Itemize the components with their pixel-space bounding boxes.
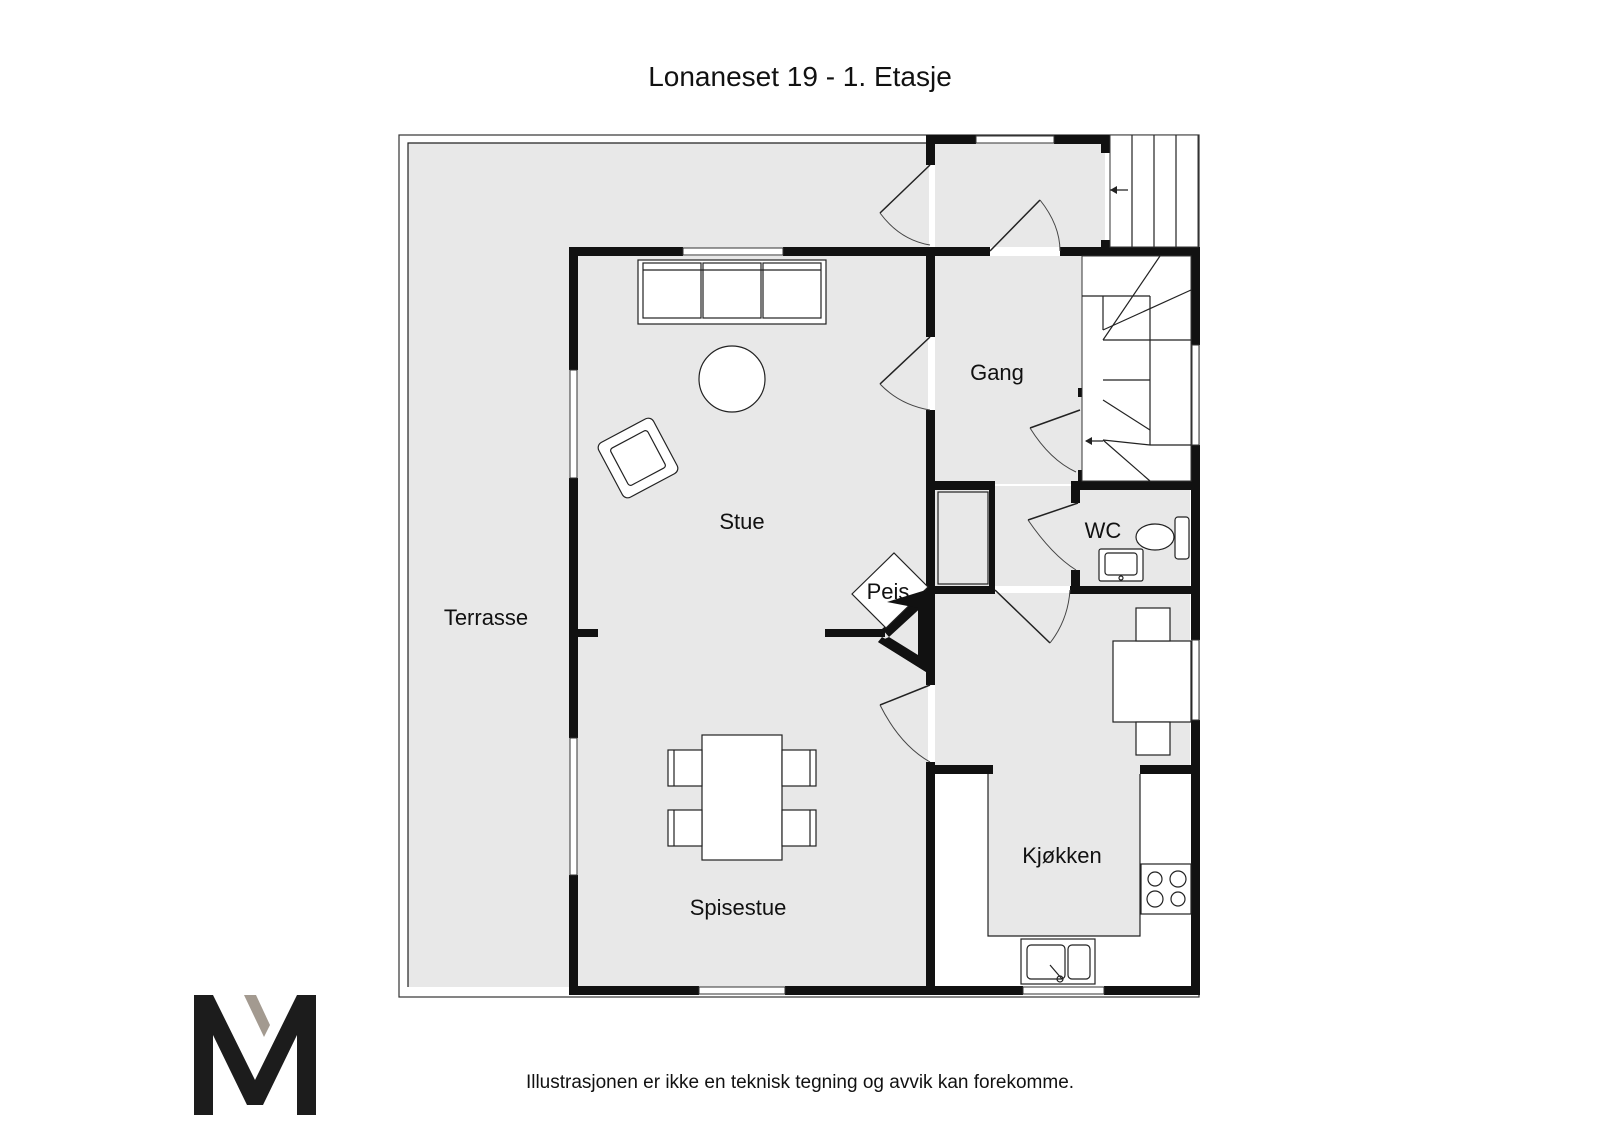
- dining-table: [667, 734, 817, 861]
- room-label-stue: Stue: [719, 509, 764, 534]
- room-label-gang: Gang: [970, 360, 1024, 385]
- kitchen-counter: [987, 774, 1192, 985]
- round-coffee-table: [698, 345, 766, 413]
- interior-floor: [577, 256, 1190, 987]
- entry-porch: [935, 143, 1105, 247]
- doors: [879, 164, 1081, 763]
- page-title: Lonaneset 19 - 1. Etasje: [648, 61, 952, 92]
- exterior-stair: [1109, 134, 1199, 248]
- interior-stair: [1081, 255, 1192, 482]
- armchair: [597, 417, 679, 499]
- room-label-spisestue: Spisestue: [690, 895, 787, 920]
- room-label-peis: Peis: [867, 579, 910, 604]
- windows: [569, 135, 1200, 995]
- brand-logo: [194, 995, 316, 1115]
- disclaimer-text: Illustrasjonen er ikke en teknisk tegnin…: [526, 1072, 1074, 1093]
- room-label-wc: WC: [1085, 518, 1122, 543]
- room-label-kjokken: Kjøkken: [1022, 843, 1101, 868]
- sofa: [637, 259, 827, 325]
- wc-fixtures: [1098, 516, 1190, 582]
- kitchen-table: [1112, 607, 1192, 756]
- fireplace: [851, 552, 929, 672]
- room-label-terrasse: Terrasse: [444, 605, 528, 630]
- closet: [937, 491, 989, 585]
